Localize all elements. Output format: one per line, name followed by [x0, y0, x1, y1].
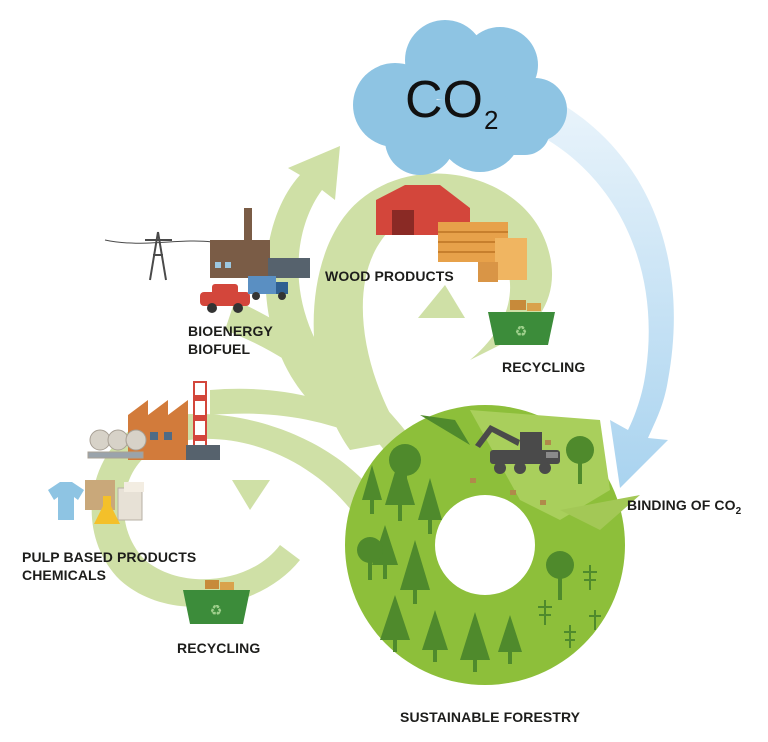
co2-subscript: 2 [484, 105, 499, 135]
forest-saplings [538, 565, 601, 648]
recycling-bottom-label: RECYCLING [177, 640, 261, 656]
sustainable-forestry-label: SUSTAINABLE FORESTRY [400, 709, 581, 725]
car-icon [200, 284, 250, 313]
product-loops [91, 146, 553, 607]
harvester-icon [475, 425, 560, 474]
svg-text:♻: ♻ [515, 324, 528, 340]
co2-label: CO2 [405, 70, 498, 135]
wood-products-icon [376, 185, 527, 282]
boxes-icon [85, 480, 144, 521]
co2-cloud [353, 20, 567, 175]
recycling-bin-bottom-icon: ♻ [183, 580, 250, 624]
binding-arrow [530, 96, 674, 488]
power-plant-icon [210, 208, 310, 278]
wood-products-label: WOOD PRODUCTS [325, 268, 454, 284]
tree-stumps [470, 440, 551, 505]
flask-icon [94, 496, 120, 524]
chemicals-label: CHEMICALS [22, 567, 107, 583]
forest-trees [357, 415, 594, 672]
recycling-bin-top-icon: ♻ [488, 300, 555, 345]
truck-icon [248, 276, 288, 300]
binding-label-text: BINDING OF CO [627, 497, 736, 513]
biofuel-label: BIOFUEL [188, 341, 251, 357]
pulp-products-label: PULP BASED PRODUCTS [22, 549, 197, 565]
binding-label: BINDING OF CO2 [627, 497, 742, 517]
binding-label-subscript: 2 [735, 506, 742, 517]
clothing-icon [48, 482, 84, 520]
recycling-top-label: RECYCLING [502, 359, 586, 375]
bioenergy-label: BIOENERGY [188, 323, 273, 339]
power-pylon-icon [104, 231, 213, 281]
paper-rolls-icon [87, 429, 147, 459]
svg-text:♻: ♻ [210, 603, 223, 619]
co2-label-text: CO [405, 71, 483, 129]
